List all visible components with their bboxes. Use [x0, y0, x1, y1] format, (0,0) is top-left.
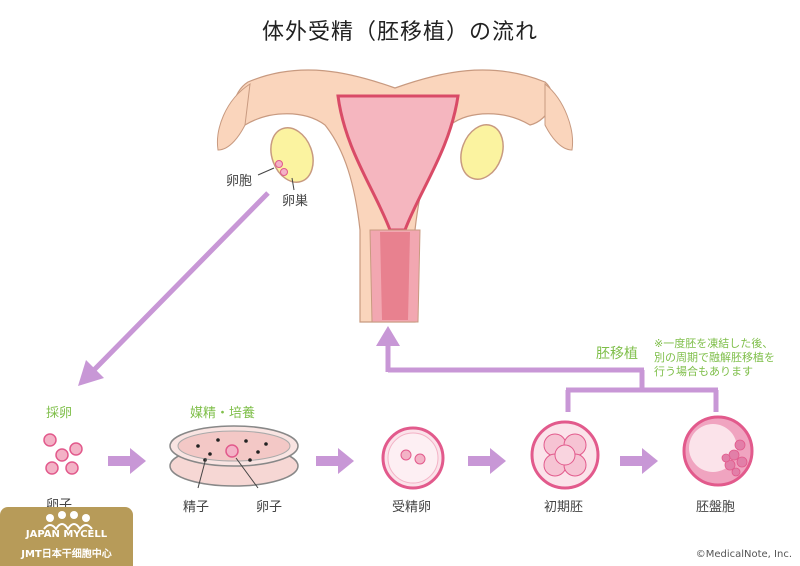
label-insemination-culture: 媒精・培養	[190, 406, 256, 421]
logo-line-2: JMT日本干细胞中心	[21, 549, 112, 560]
watermark-logo: JAPAN MYCELL JMT日本干细胞中心	[0, 507, 133, 566]
fertilized-egg	[381, 426, 445, 490]
transfer-note-line-3: 行う場合もあります	[654, 365, 753, 378]
step-arrow-2	[316, 448, 354, 474]
transfer-arrow	[376, 326, 719, 412]
transfer-note-line-1: ※一度胚を凍結した後、	[654, 337, 774, 350]
label-egg-dish: 卵子	[256, 500, 283, 515]
step-arrow-3	[468, 448, 506, 474]
blastocyst	[682, 415, 754, 487]
step-arrow-4	[620, 448, 658, 474]
label-follicle: 卵胞	[226, 174, 253, 189]
step-arrow-1	[108, 448, 146, 474]
uterus-illustration	[216, 69, 574, 323]
left-ovary	[257, 127, 314, 191]
right-ovary	[460, 124, 504, 180]
page-title: 体外受精（胚移植）の流れ	[261, 20, 538, 45]
label-egg-collection: 採卵	[46, 406, 73, 421]
logo-line-1: JAPAN MYCELL	[25, 529, 108, 540]
label-fertilized-egg: 受精卵	[392, 500, 432, 515]
transfer-note-line-2: 別の周期で融解胚移植を	[654, 351, 775, 364]
petri-dish	[169, 425, 299, 489]
label-early-embryo: 初期胚	[544, 500, 584, 515]
logo-people-icon	[43, 511, 93, 531]
label-sperm: 精子	[183, 500, 210, 515]
label-ovary: 卵巣	[282, 194, 309, 209]
copyright: ©MedicalNote, Inc.	[695, 549, 792, 560]
egg-cluster	[43, 433, 83, 475]
early-embryo	[530, 420, 600, 490]
label-embryo-transfer: 胚移植	[596, 346, 638, 362]
label-blastocyst: 胚盤胞	[696, 500, 736, 515]
arrow-to-egg-collection	[78, 191, 270, 386]
